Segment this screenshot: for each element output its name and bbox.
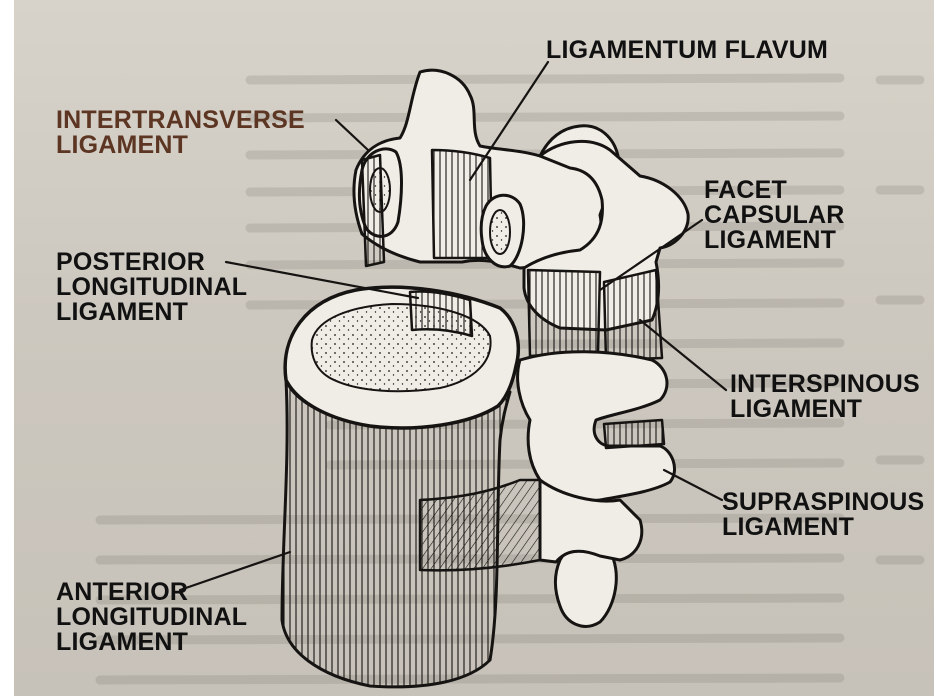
supraspinous-band [604,420,664,448]
label-line: LIGAMENT [56,630,247,655]
interspinous-band [604,270,662,360]
label-line: LIGAMENT [730,397,920,422]
label-line: POSTERIOR [56,250,247,275]
label-line: CAPSULAR [704,203,845,228]
leader-supraspinous [664,470,722,500]
label-line: LIGAMENT [56,300,247,325]
label-ligamentum-flavum: LIGAMENTUM FLAVUM [546,38,828,63]
label-supraspinous-ligament: SUPRASPINOUS LIGAMENT [722,490,924,540]
right-facet-surface [490,210,510,254]
label-interspinous-ligament: INTERSPINOUS LIGAMENT [730,372,920,422]
posterior-longitudinal-band [410,291,472,336]
label-intertransverse-ligament: INTERTRANSVERSE LIGAMENT [56,108,305,158]
label-facet-capsular-ligament: FACET CAPSULAR LIGAMENT [704,178,845,253]
label-line: LIGAMENTUM FLAVUM [546,38,828,63]
label-line: LONGITUDINAL [56,605,247,630]
label-line: LIGAMENT [722,515,924,540]
label-line: LIGAMENT [704,228,845,253]
label-anterior-longitudinal-ligament: ANTERIOR LONGITUDINAL LIGAMENT [56,580,247,655]
leader-intertransverse [336,120,368,150]
label-line: FACET [704,178,845,203]
label-line: ANTERIOR [56,580,247,605]
label-posterior-longitudinal-ligament: POSTERIOR LONGITUDINAL LIGAMENT [56,250,247,325]
label-line: LONGITUDINAL [56,275,247,300]
label-line: SUPRASPINOUS [722,490,924,515]
intertransverse-strand [362,155,384,266]
label-line: LIGAMENT [56,133,305,158]
label-line: INTERSPINOUS [730,372,920,397]
facet-capsule-band [528,270,600,356]
label-line: INTERTRANSVERSE [56,108,305,133]
